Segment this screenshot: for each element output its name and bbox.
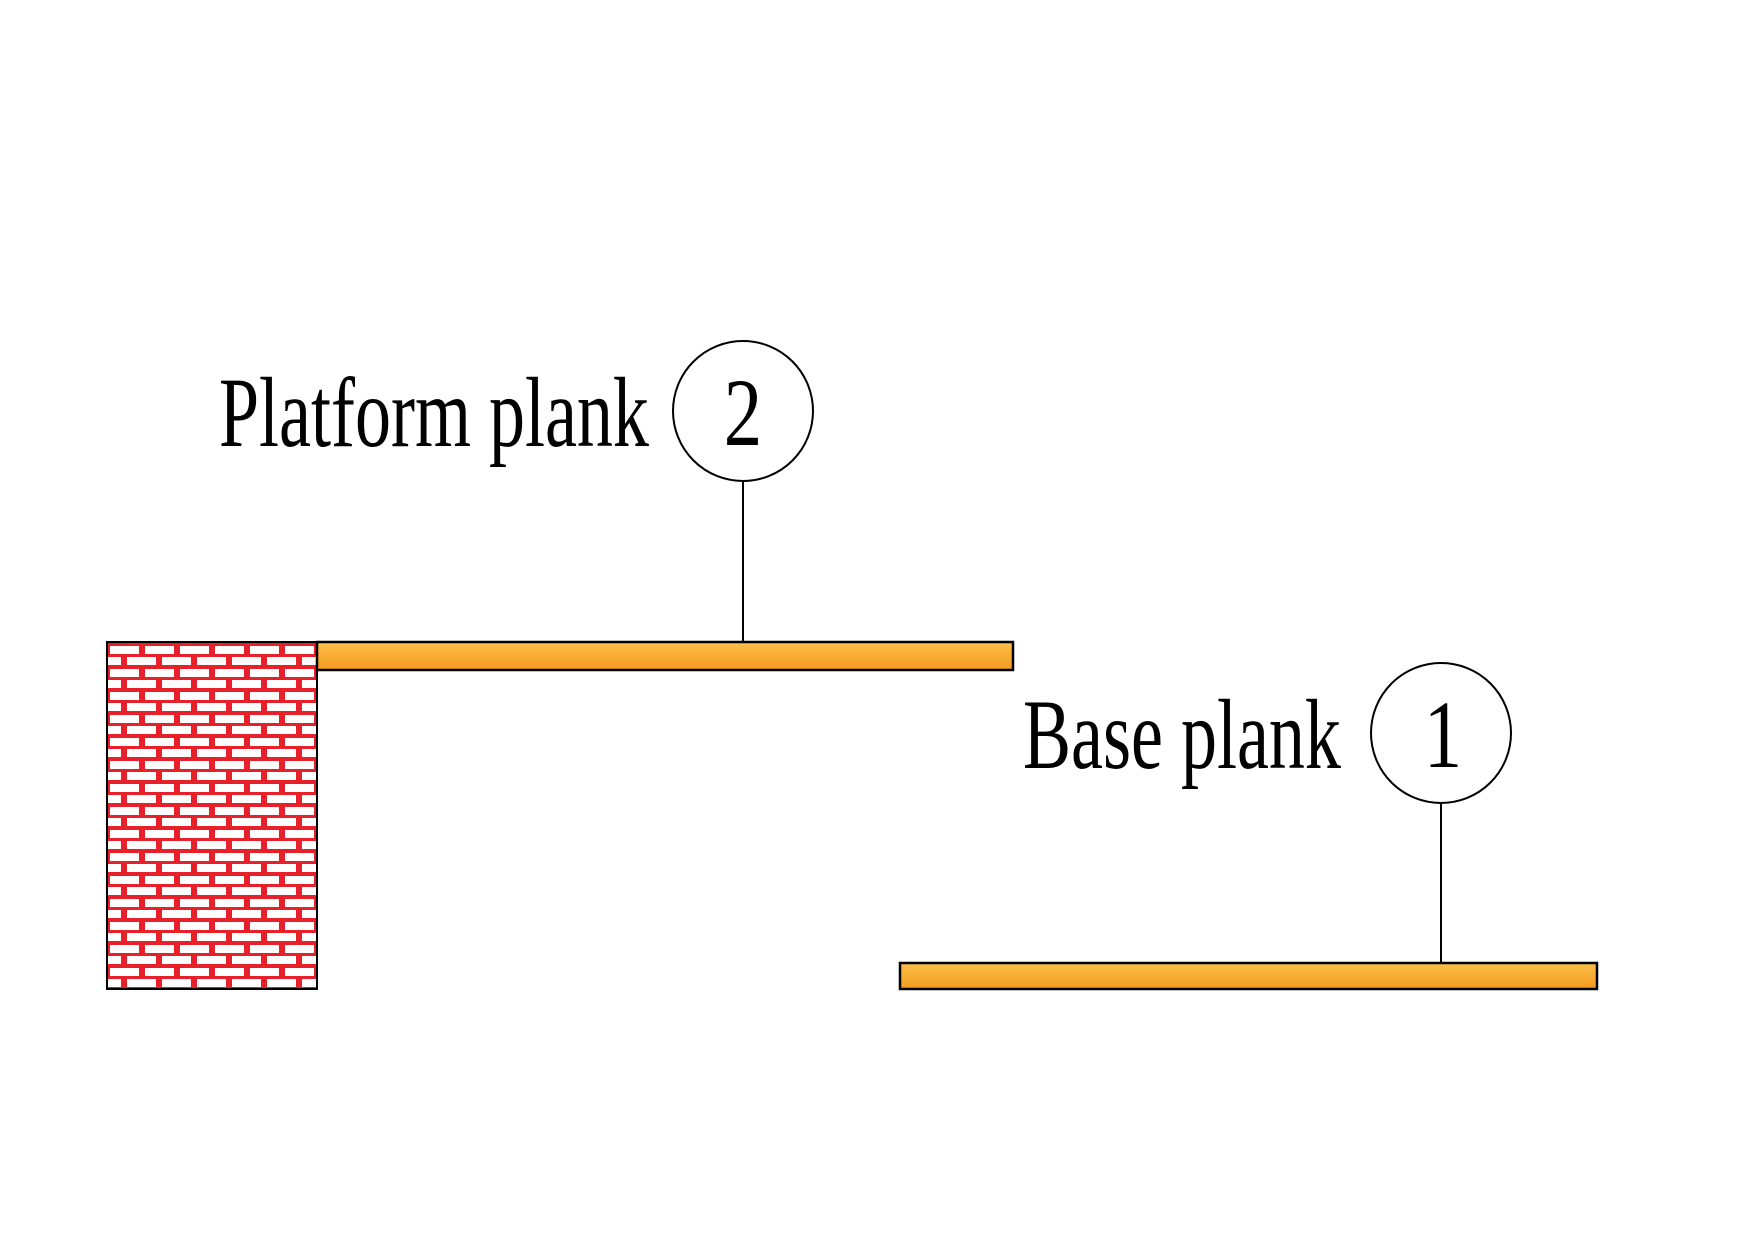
base-number: 1 bbox=[1423, 681, 1463, 788]
platform-label: Platform plank bbox=[219, 357, 649, 468]
base-number-circle bbox=[1370, 662, 1512, 804]
platform-plank bbox=[315, 640, 1015, 672]
base-label: Base plank bbox=[1023, 679, 1341, 790]
base-plank bbox=[898, 961, 1599, 991]
platform-number-circle bbox=[672, 340, 814, 482]
brick-wall bbox=[106, 641, 318, 990]
platform-number: 2 bbox=[723, 359, 763, 466]
